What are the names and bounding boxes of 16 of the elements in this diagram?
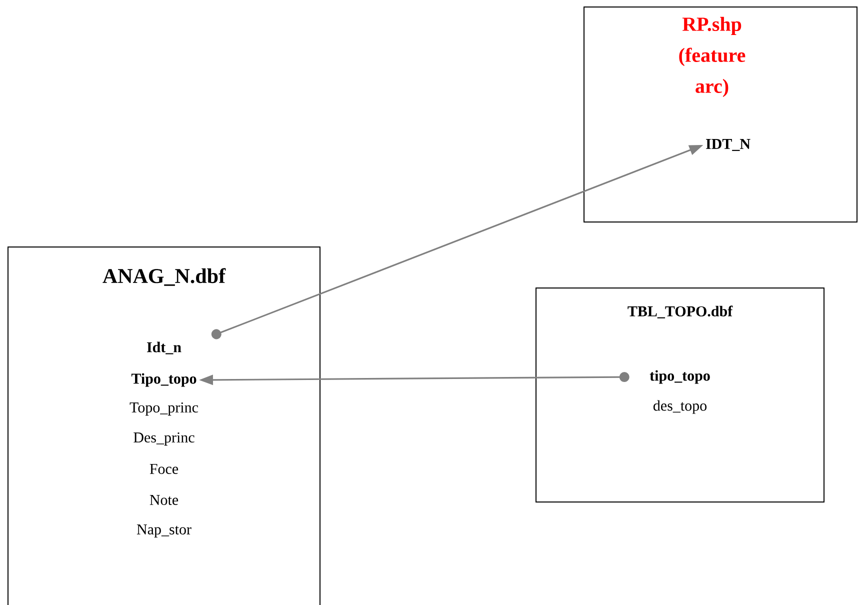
table-title: TBL_TOPO.dbf	[628, 306, 733, 318]
field-name: IDT_N	[706, 139, 750, 151]
table-box	[8, 246, 320, 605]
field-name: des_topo	[653, 400, 707, 414]
table-title: ANAG_N.dbf	[102, 268, 226, 286]
field-name: Note	[150, 495, 178, 505]
field-name: Topo_princ	[130, 402, 198, 416]
field-name: Tipo_topo	[131, 373, 196, 387]
table-box	[536, 288, 824, 502]
table-box	[584, 6, 858, 222]
field-name: Idt_n	[147, 342, 182, 354]
field-name: Foce	[150, 464, 178, 474]
table-title: RP.shp (feature arc)	[679, 16, 746, 98]
field-name: Des_princ	[134, 432, 194, 446]
field-name: tipo_topo	[650, 370, 710, 384]
field-name: Nap_stor	[136, 524, 192, 538]
